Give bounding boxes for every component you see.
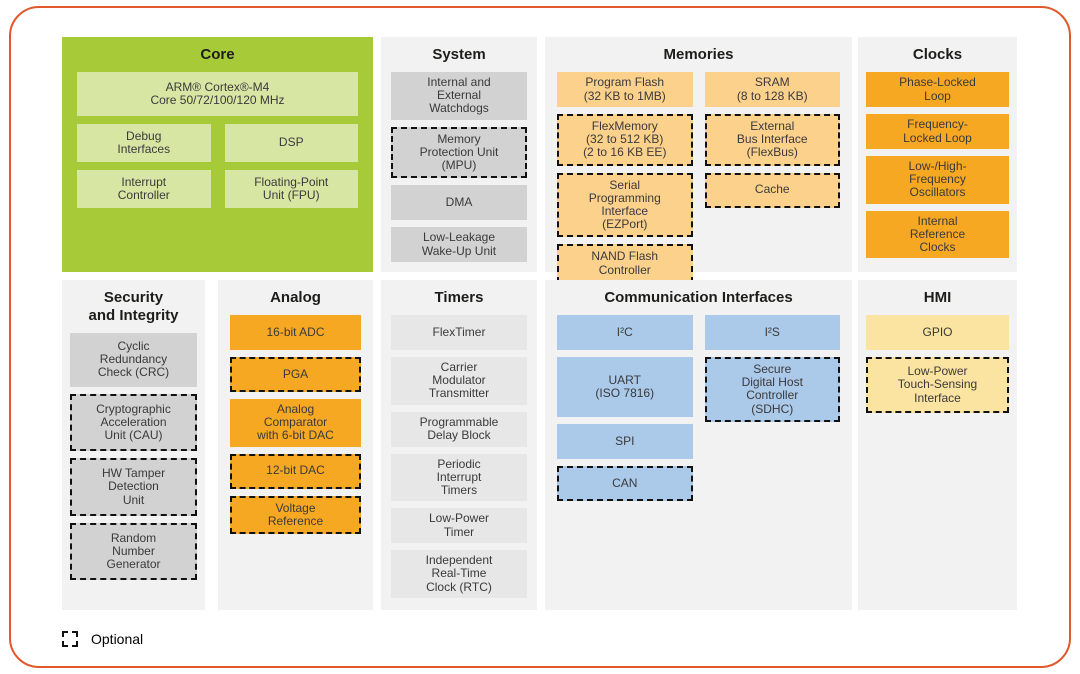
panel-clocks-title: Clocks xyxy=(912,46,963,63)
box-touch-sensing-interface: Low-Power Touch-Sensing Interface xyxy=(866,357,1009,413)
box-interrupt-controller: Interrupt Controller xyxy=(77,170,211,208)
memories-columns: Program Flash (32 KB to 1MB) FlexMemory … xyxy=(557,72,840,283)
box-low-power-timer: Low-Power Timer xyxy=(391,508,527,544)
core-sub-grid: Debug Interfaces DSP Interrupt Controlle… xyxy=(77,124,358,208)
box-sram: SRAM (8 to 128 KB) xyxy=(704,72,840,107)
panel-memories-title: Memories xyxy=(663,46,734,63)
box-program-flash: Program Flash (32 KB to 1MB) xyxy=(557,72,693,107)
panel-core: Core ARM® Cortex®-M4 Core 50/72/100/120 … xyxy=(62,37,373,272)
box-12bit-dac: 12-bit DAC xyxy=(230,453,361,489)
box-flextimer: FlexTimer xyxy=(391,315,527,350)
box-rtc: Independent Real-Time Clock (RTC) xyxy=(391,550,527,598)
hmi-stack: GPIO Low-Power Touch-Sensing Interface xyxy=(866,315,1009,413)
panel-timers-title: Timers xyxy=(434,289,484,306)
box-ezport: Serial Programming Interface (EZPort) xyxy=(557,172,693,238)
box-voltage-reference: Voltage Reference xyxy=(230,495,361,534)
box-internal-reference-clocks: Internal Reference Clocks xyxy=(866,210,1009,259)
figure-border xyxy=(9,6,1071,668)
comm-columns: I²C UART (ISO 7816) SPI CAN I²S Secure D… xyxy=(557,315,840,501)
clocks-stack: Phase-Locked Loop Frequency- Locked Loop… xyxy=(866,72,1009,259)
box-mpu: Memory Protection Unit (MPU) xyxy=(391,126,527,179)
box-watchdogs: Internal and External Watchdogs xyxy=(391,72,527,120)
box-oscillators: Low-/High- Frequency Oscillators xyxy=(866,156,1009,204)
optional-dashed-swatch-icon xyxy=(62,631,78,647)
box-flexmemory: FlexMemory (32 to 512 KB) (2 to 16 KB EE… xyxy=(557,114,693,166)
box-frequency-locked-loop: Frequency- Locked Loop xyxy=(866,114,1009,149)
box-cache: Cache xyxy=(704,172,840,208)
comm-col-right: I²S Secure Digital Host Controller (SDHC… xyxy=(704,315,840,422)
box-16bit-adc: 16-bit ADC xyxy=(230,315,361,350)
panel-memories: Memories Program Flash (32 KB to 1MB) Fl… xyxy=(545,37,852,283)
box-i2c: I²C xyxy=(557,315,693,350)
panel-security-title: Security and Integrity xyxy=(88,289,179,324)
box-crc: Cyclic Redundancy Check (CRC) xyxy=(70,333,197,387)
timers-stack: FlexTimer Carrier Modulator Transmitter … xyxy=(391,315,527,598)
box-debug-interfaces: Debug Interfaces xyxy=(77,124,211,162)
box-periodic-interrupt-timers: Periodic Interrupt Timers xyxy=(391,453,527,502)
panel-system-title: System xyxy=(432,46,486,63)
box-dsp: DSP xyxy=(224,124,358,162)
security-stack: Cyclic Redundancy Check (CRC) Cryptograp… xyxy=(70,333,197,581)
box-nand-flash-controller: NAND Flash Controller xyxy=(557,244,693,283)
panel-timers: Timers FlexTimer Carrier Modulator Trans… xyxy=(381,280,537,610)
box-sdhc: Secure Digital Host Controller (SDHC) xyxy=(704,357,840,422)
panel-communication-interfaces: Communication Interfaces I²C UART (ISO 7… xyxy=(545,280,852,610)
comm-col-left: I²C UART (ISO 7816) SPI CAN xyxy=(557,315,693,501)
panel-analog: Analog 16-bit ADC PGA Analog Comparator … xyxy=(218,280,373,610)
box-pga: PGA xyxy=(230,357,361,392)
box-dma: DMA xyxy=(391,185,527,221)
box-programmable-delay-block: Programmable Delay Block xyxy=(391,411,527,447)
box-analog-comparator: Analog Comparator with 6-bit DAC xyxy=(230,399,361,447)
box-carrier-modulator-transmitter: Carrier Modulator Transmitter xyxy=(391,357,527,405)
memories-col-left: Program Flash (32 KB to 1MB) FlexMemory … xyxy=(557,72,693,283)
panel-clocks: Clocks Phase-Locked Loop Frequency- Lock… xyxy=(858,37,1017,272)
box-gpio: GPIO xyxy=(866,315,1009,350)
panel-hmi-title: HMI xyxy=(923,289,952,306)
analog-stack: 16-bit ADC PGA Analog Comparator with 6-… xyxy=(230,315,361,534)
box-i2s: I²S xyxy=(704,315,840,350)
box-hw-tamper: HW Tamper Detection Unit xyxy=(70,458,197,516)
box-phase-locked-loop: Phase-Locked Loop xyxy=(866,72,1009,107)
box-random-number-generator: Random Number Generator xyxy=(70,522,197,581)
box-flexbus: External Bus Interface (FlexBus) xyxy=(704,114,840,166)
memories-col-right: SRAM (8 to 128 KB) External Bus Interfac… xyxy=(704,72,840,208)
panel-comm-title: Communication Interfaces xyxy=(604,289,793,306)
box-llwu: Low-Leakage Wake-Up Unit xyxy=(391,227,527,263)
box-uart: UART (ISO 7816) xyxy=(557,357,693,417)
legend-optional: Optional xyxy=(62,631,143,647)
panel-analog-title: Analog xyxy=(270,289,321,306)
box-cau: Cryptographic Acceleration Unit (CAU) xyxy=(70,393,197,452)
system-stack: Internal and External Watchdogs Memory P… xyxy=(391,72,527,263)
box-floating-point-unit: Floating-Point Unit (FPU) xyxy=(224,170,358,208)
box-arm-cortex-m4: ARM® Cortex®-M4 Core 50/72/100/120 MHz xyxy=(77,72,358,116)
panel-system: System Internal and External Watchdogs M… xyxy=(381,37,537,272)
box-spi: SPI xyxy=(557,424,693,459)
panel-hmi: HMI GPIO Low-Power Touch-Sensing Interfa… xyxy=(858,280,1017,610)
panel-security: Security and Integrity Cyclic Redundancy… xyxy=(62,280,205,610)
panel-core-title: Core xyxy=(200,46,235,63)
legend-label: Optional xyxy=(91,631,144,647)
box-can: CAN xyxy=(557,466,693,501)
